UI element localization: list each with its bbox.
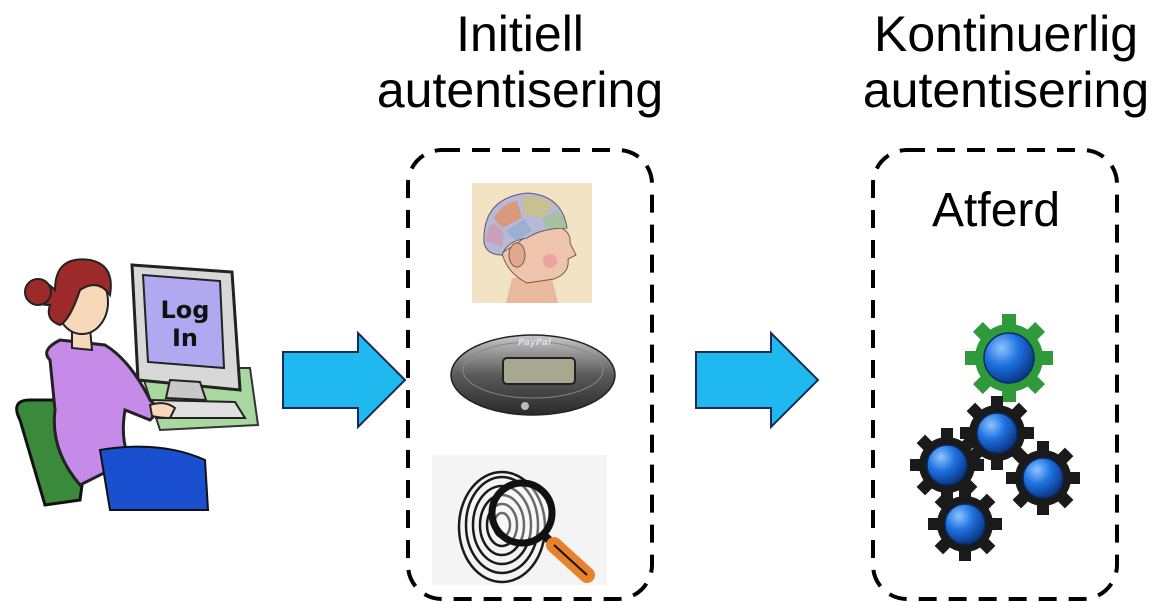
gears-icon [910,314,1080,561]
continuous-auth-title-line2: autentisering [862,62,1150,118]
continuous-auth-title-line1: Kontinuerlig [873,6,1139,62]
login-screen-line1: Log [160,296,210,324]
continuous-auth-box [871,148,1119,601]
login-screen-text: Log In [148,296,222,352]
flow-arrow-1 [282,330,407,430]
login-screen-line2: In [171,324,198,352]
initial-auth-title-line2: autentisering [376,62,664,118]
user-at-computer-illustration [15,258,260,511]
initial-auth-box [406,148,654,601]
fingerprint-magnifier-image [432,455,607,585]
token-brand-label: PayPal [518,338,551,348]
phrenology-head-image [472,183,592,303]
flow-arrow-2 [695,330,820,430]
continuous-auth-title: Kontinuerlig autentisering [848,6,1164,118]
initial-auth-title-line1: Initiell [456,6,584,62]
behavior-label: Atferd [932,184,1061,237]
security-token-image [450,334,616,416]
initial-auth-title: Initiell autentisering [355,6,685,118]
